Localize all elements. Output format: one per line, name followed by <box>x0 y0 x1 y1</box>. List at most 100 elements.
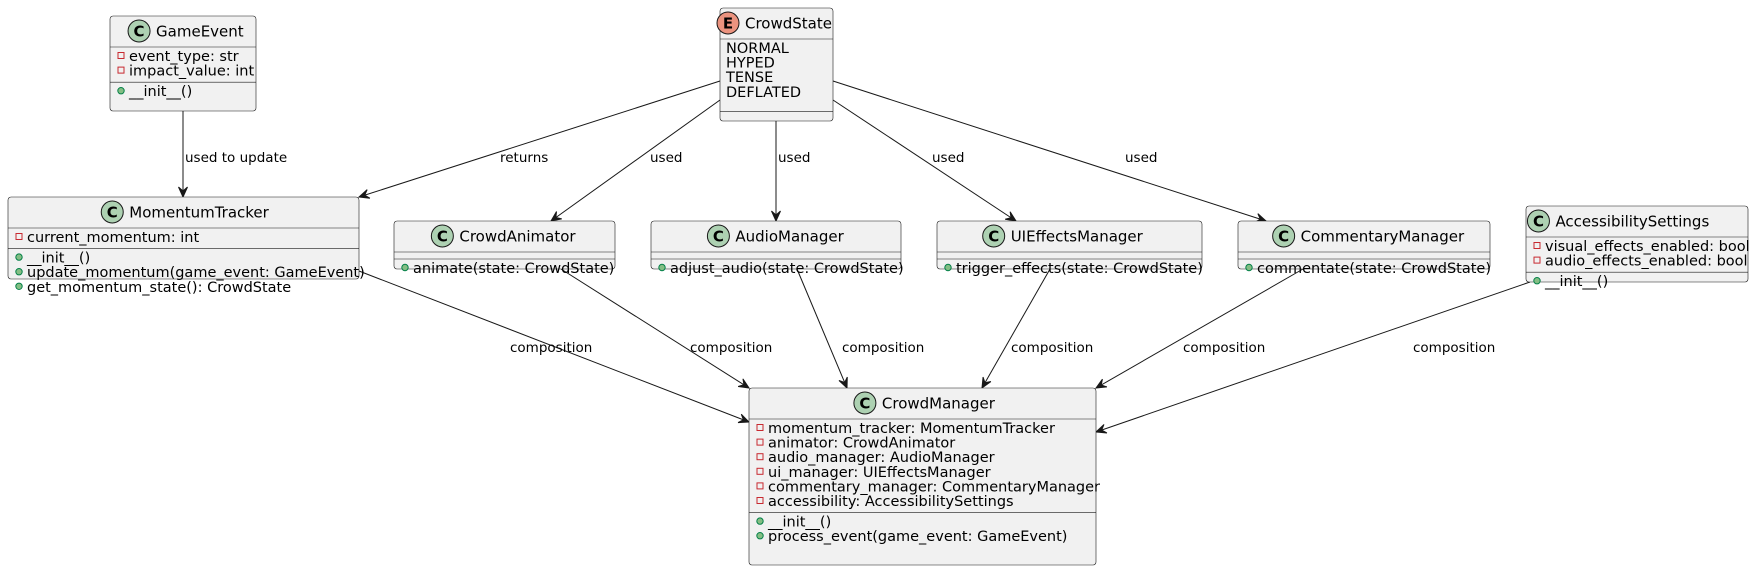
edge-momentum-tracker-to-crowd-manager: composition <box>358 270 751 424</box>
public-visibility-icon <box>117 87 125 95</box>
class-box <box>1525 205 1749 283</box>
attribute: event_type: str <box>129 49 239 65</box>
class-box <box>748 387 1097 566</box>
relation-line <box>550 99 721 222</box>
relation-line <box>358 80 721 198</box>
arrowhead-icon <box>737 413 751 424</box>
class-badge-icon <box>430 224 454 248</box>
enum-badge-icon <box>716 11 740 35</box>
attribute: current_momentum: int <box>27 230 200 246</box>
public-visibility-icon <box>756 517 764 525</box>
private-visibility-icon <box>15 233 23 240</box>
class-box <box>1237 220 1491 270</box>
public-visibility-icon <box>15 282 23 290</box>
relation-line <box>832 99 1017 222</box>
private-visibility-icon <box>756 497 764 504</box>
public-visibility-icon <box>658 263 666 272</box>
relation-label: used <box>932 150 964 166</box>
class-audio-manager[interactable]: C AudioManager adjust_audio(state: CrowdSt… <box>650 220 904 277</box>
enum-value: HYPED <box>726 56 775 72</box>
class-name: MomentumTracker <box>129 204 269 222</box>
relation-label: composition <box>1413 340 1495 356</box>
arrowhead-icon <box>178 186 188 199</box>
attribute: commentary_manager: CommentaryManager <box>768 479 1100 495</box>
edge-crowd-state-to-crowd-animator: used <box>550 99 721 222</box>
relation-label: composition <box>1011 340 1093 356</box>
badge-letter: C <box>859 395 870 413</box>
edge-audio-manager-to-crowd-manager: composition <box>796 268 924 390</box>
method: __init__() <box>26 251 90 267</box>
method: process_event(game_event: GameEvent) <box>768 529 1067 545</box>
private-visibility-icon <box>1533 242 1541 249</box>
badge-letter: C <box>134 23 145 41</box>
class-badge-icon <box>982 224 1006 248</box>
relation-label: used <box>650 150 682 166</box>
class-momentum-tracker[interactable]: C MomentumTracker current_momentum: int __i… <box>7 196 365 296</box>
class-badge-icon <box>127 19 151 43</box>
badge-letter: C <box>713 228 724 246</box>
badge-letter: C <box>1533 213 1544 231</box>
public-visibility-icon <box>1533 277 1541 285</box>
badge-letter: C <box>1278 228 1289 246</box>
relation-line <box>981 268 1051 389</box>
edge-crowd-state-to-momentum-tracker: returns <box>357 80 721 199</box>
class-badge-icon <box>706 224 730 248</box>
class-badge-icon <box>853 391 877 415</box>
edge-crowd-state-to-audio-manager: used <box>771 121 810 223</box>
arrowhead-icon <box>771 210 781 223</box>
arrowhead-icon <box>550 211 562 222</box>
edge-commentary-manager-to-crowd-manager: composition <box>1094 268 1304 389</box>
attribute: visual_effects_enabled: bool <box>1545 239 1750 255</box>
enum-value: NORMAL <box>726 41 789 57</box>
enum-value: TENSE <box>725 70 773 86</box>
class-crowd-animator[interactable]: C CrowdAnimator animate(state: CrowdState) <box>393 220 616 277</box>
private-visibility-icon <box>117 66 125 74</box>
private-visibility-icon <box>756 453 764 461</box>
relation-label: composition <box>842 340 924 356</box>
arrowhead-icon <box>981 376 992 390</box>
method: __init__() <box>767 515 831 531</box>
relation-line <box>358 270 750 423</box>
edge-uieffects-manager-to-crowd-manager: composition <box>981 268 1093 390</box>
private-visibility-icon <box>1533 256 1541 264</box>
relation-label: used <box>1125 150 1157 166</box>
attribute: audio_effects_enabled: bool <box>1545 254 1748 270</box>
method: get_momentum_state(): CrowdState <box>27 280 291 296</box>
enum-value: DEFLATED <box>726 85 801 101</box>
relation-line <box>1095 281 1531 433</box>
method: animate(state: CrowdState) <box>413 261 614 277</box>
public-visibility-icon <box>401 263 409 272</box>
class-name: CrowdAnimator <box>459 228 576 246</box>
private-visibility-icon <box>756 482 764 490</box>
edge-game-event-to-momentum-tracker: used to update <box>178 111 287 199</box>
relation-line <box>796 268 848 389</box>
public-visibility-icon <box>1245 263 1253 272</box>
relation-line <box>1095 268 1304 389</box>
method: __init__() <box>128 84 192 100</box>
public-visibility-icon <box>15 253 23 261</box>
relation-label: used to update <box>185 150 287 166</box>
private-visibility-icon <box>117 52 125 59</box>
public-visibility-icon <box>15 268 23 276</box>
arrowhead-icon <box>357 189 371 199</box>
class-badge-icon <box>100 200 124 224</box>
arrowhead-icon <box>1094 424 1108 434</box>
class-name: AudioManager <box>735 228 844 246</box>
arrowhead-icon <box>1094 378 1108 389</box>
badge-letter: C <box>107 204 118 222</box>
method: adjust_audio(state: CrowdState) <box>670 261 904 277</box>
attribute: impact_value: int <box>129 64 254 80</box>
arrowhead-icon <box>738 378 751 389</box>
badge-letter: E <box>723 15 733 33</box>
edge-crowd-state-to-commentary-manager: used <box>832 80 1268 223</box>
badge-letter: C <box>437 228 448 246</box>
private-visibility-icon <box>756 424 764 431</box>
